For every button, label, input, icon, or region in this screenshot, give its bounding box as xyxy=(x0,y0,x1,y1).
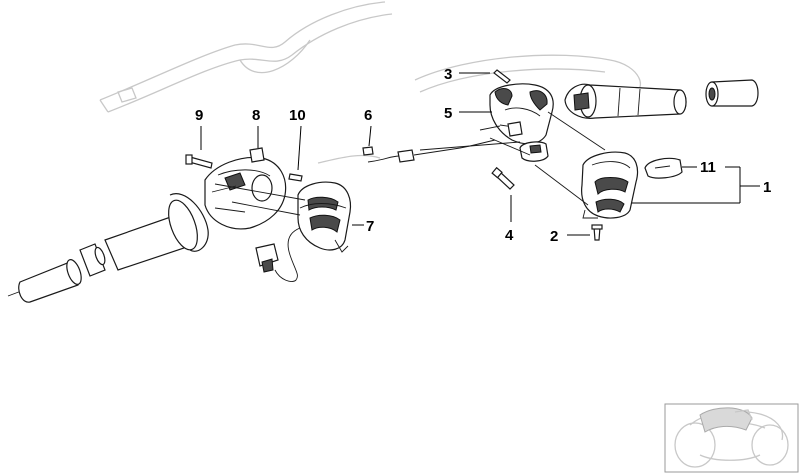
callout-labels: 1 2 3 4 5 6 7 8 9 10 11 xyxy=(195,66,771,245)
callout-9: 9 xyxy=(195,107,203,124)
screw-4 xyxy=(491,166,515,190)
callout-10: 10 xyxy=(289,107,306,124)
right-switch-housing-lower xyxy=(581,151,639,219)
right-throttle-grip xyxy=(564,83,687,119)
callout-11: 11 xyxy=(700,159,716,176)
callout-3: 3 xyxy=(444,66,452,83)
callout-4: 4 xyxy=(505,227,514,244)
left-switch-housing-upper xyxy=(297,181,352,253)
screw-2 xyxy=(591,224,603,241)
leader-lines xyxy=(200,72,760,236)
screw-3 xyxy=(493,69,511,84)
handlebar-outline xyxy=(99,1,393,113)
callout-2: 2 xyxy=(550,228,558,245)
motorcycle-thumbnail xyxy=(664,403,799,473)
right-assembly-lines xyxy=(419,111,606,206)
callout-7: 7 xyxy=(366,218,374,235)
left-handlebar-grip xyxy=(7,193,209,303)
callout-1: 1 xyxy=(763,179,771,196)
callout-5: 5 xyxy=(444,105,452,122)
callout-6: 6 xyxy=(364,107,372,124)
left-switch-housing-lower xyxy=(204,147,287,230)
hand-guard-outline xyxy=(414,54,642,96)
screw-9 xyxy=(185,154,213,169)
callout-8: 8 xyxy=(252,107,260,124)
cable-6 xyxy=(317,139,496,164)
screw-10 xyxy=(288,173,303,182)
bar-end-weight xyxy=(705,79,759,107)
left-assembly-lines xyxy=(214,183,306,216)
right-housing-clamp xyxy=(519,141,549,162)
left-switch-cable-plug xyxy=(255,227,301,282)
button-cap-11 xyxy=(644,157,683,179)
right-switch-housing-upper xyxy=(489,83,554,145)
